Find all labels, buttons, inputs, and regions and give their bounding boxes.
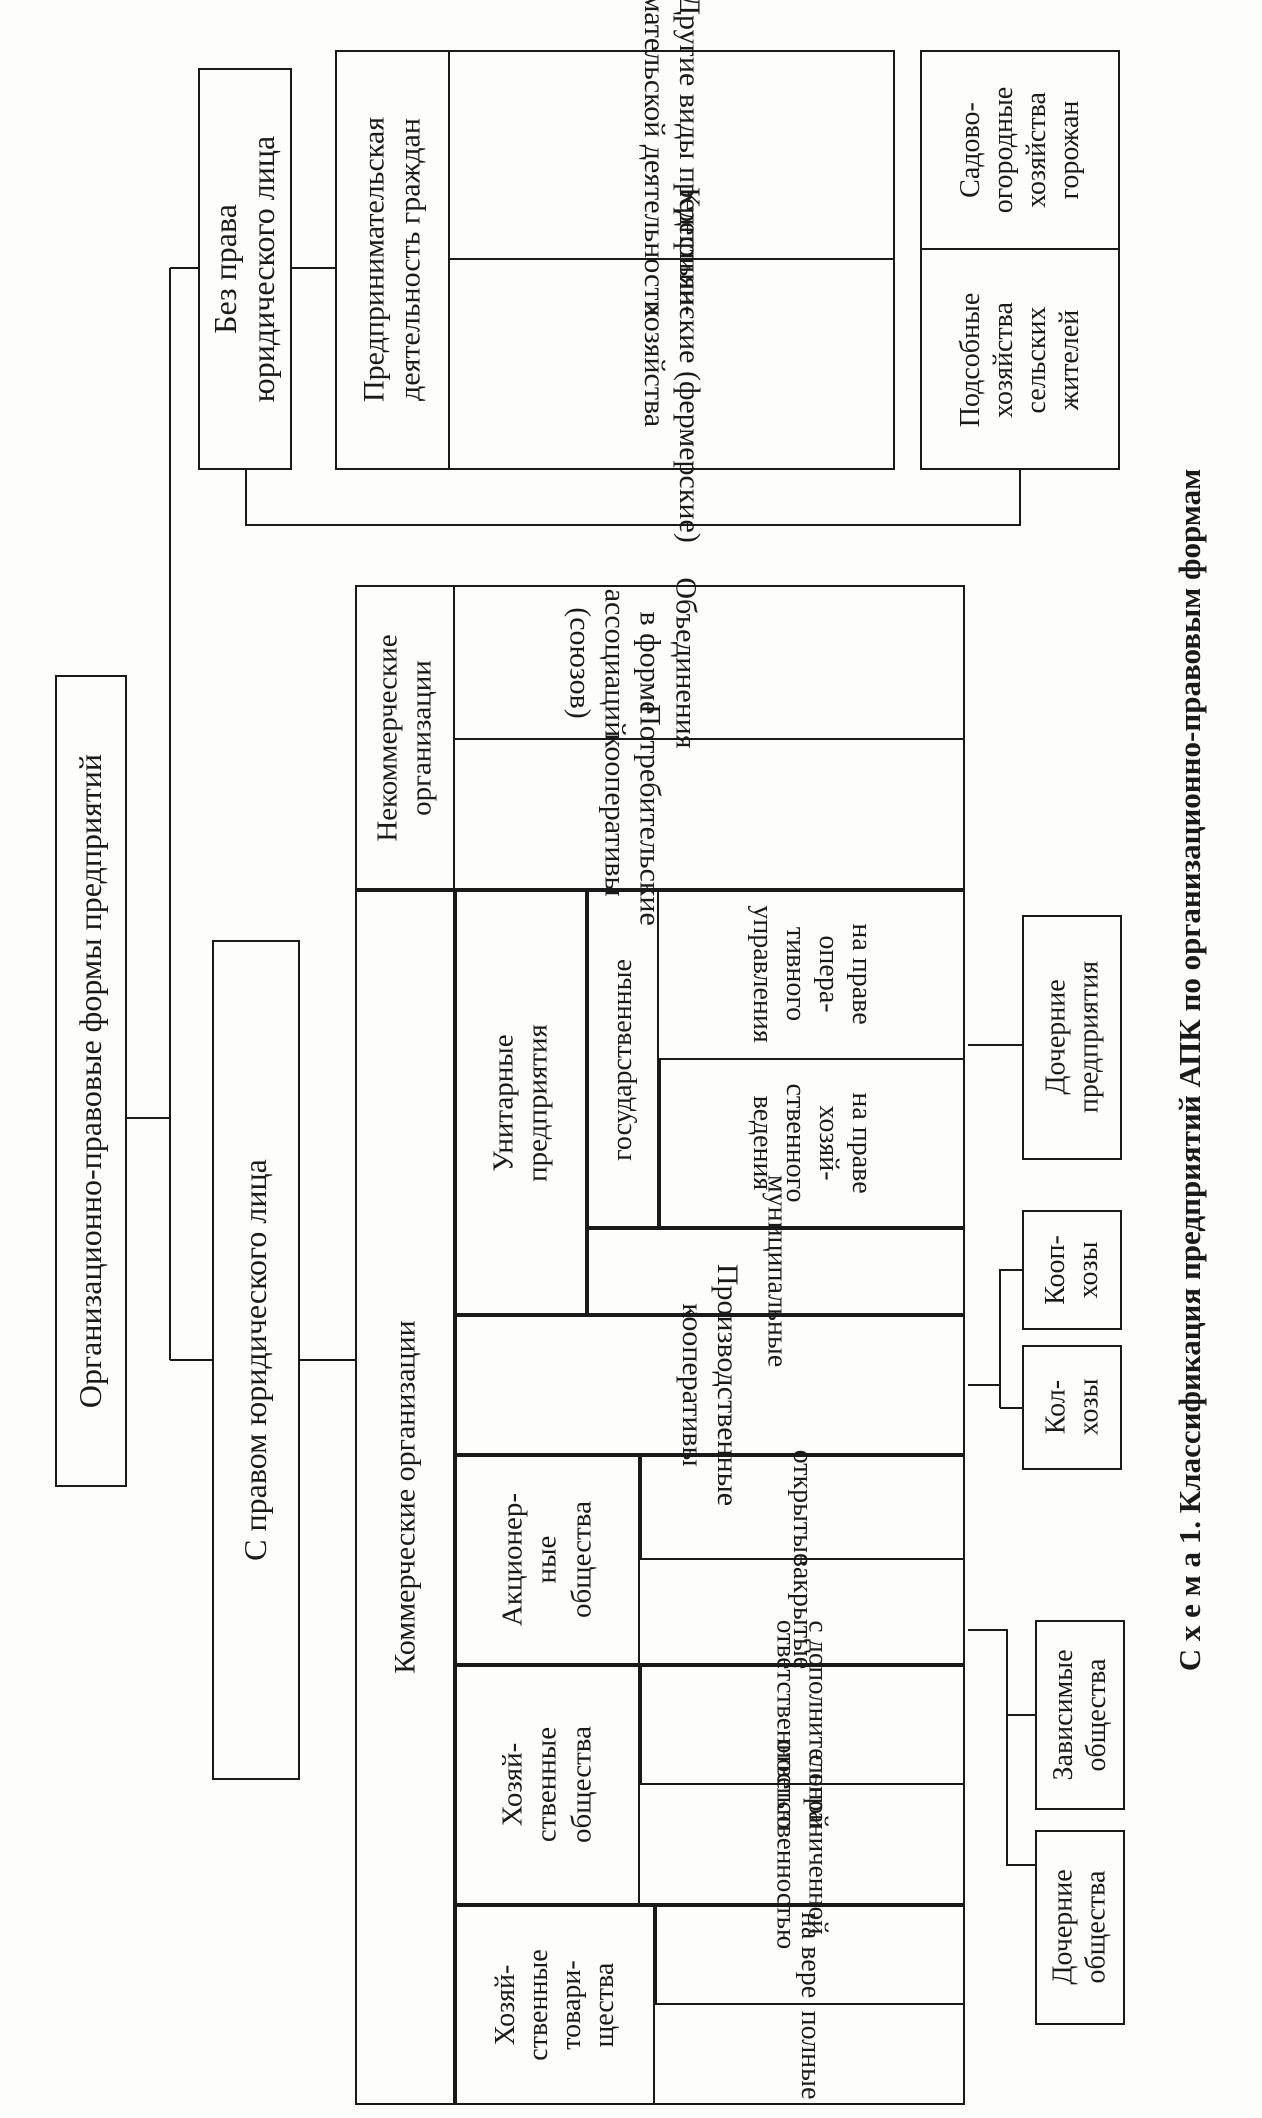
partnerships-split bbox=[655, 1905, 965, 2005]
consumer-coops-label: Потребительские кооперативы bbox=[598, 704, 667, 926]
unitary-label: Унитарные предприятия bbox=[487, 1024, 554, 1182]
commercial-title-cell bbox=[355, 890, 455, 2105]
dependent-societies-label: Зависимые общества bbox=[1047, 1649, 1112, 1781]
subsidiary-enterprises-box bbox=[1022, 915, 1122, 1160]
commercial-label: Коммерческие организации bbox=[388, 1320, 422, 1674]
open-label: открытые bbox=[787, 1449, 819, 1566]
partnerships-title-cell bbox=[455, 1905, 655, 2105]
companies-title-cell bbox=[455, 1665, 640, 1905]
companies-label: Хозяй- ственные общества bbox=[496, 1726, 598, 1843]
subsidiary-enterprises-label: Дочерние предприятия bbox=[1040, 960, 1105, 1114]
municipal-label: муниципальные bbox=[761, 1174, 793, 1368]
garden-farms-label: Садово- огородные хозяйства горожан bbox=[954, 86, 1086, 214]
kolkhozy-label: Кол- хозы bbox=[1040, 1378, 1105, 1436]
subsidiary-societies-box bbox=[1035, 1830, 1125, 2025]
state-label: государственные bbox=[607, 959, 639, 1161]
general-partnership-label: полные bbox=[794, 2010, 826, 2100]
noncommercial-label: Некоммерческие организации bbox=[371, 634, 438, 842]
joint-stock-split bbox=[640, 1455, 965, 1560]
root-label: Организационно-правовые формы предприяти… bbox=[72, 753, 109, 1409]
subsidiary-societies-label: Дочерние общества bbox=[1047, 1869, 1112, 1985]
companies-split bbox=[640, 1665, 965, 1785]
noncommercial-title-cell bbox=[355, 585, 455, 890]
limited-partnership-label: на вере bbox=[794, 1911, 826, 1999]
noncommercial-split bbox=[455, 585, 965, 740]
state-title-cell bbox=[587, 890, 659, 1228]
koopkhozy-box bbox=[1022, 1210, 1122, 1330]
household-farms-divider bbox=[920, 50, 1120, 250]
limited-liability-label: с ограниченной ответственностью bbox=[772, 1739, 834, 1950]
without-legal-label: Без права юридического лица bbox=[207, 135, 281, 403]
with-legal-box bbox=[212, 940, 300, 1780]
partnerships-label: Хозяй- ственные товари- щества bbox=[489, 1949, 621, 2061]
entrepreneurial-divider bbox=[335, 50, 450, 470]
koopkhozy-label: Кооп- хозы bbox=[1039, 1235, 1104, 1305]
state-split bbox=[659, 1058, 965, 1228]
root-box bbox=[55, 675, 127, 1487]
joint-stock-title-cell bbox=[455, 1455, 640, 1665]
entrepreneurial-label: Предпринимательская деятельность граждан bbox=[357, 117, 426, 403]
unitary-title-cell bbox=[455, 890, 587, 1315]
municipal-cell bbox=[587, 1228, 965, 1315]
diagram-caption: С х е м а 1. Классификация предприятий А… bbox=[1172, 468, 1207, 1672]
production-coops-label: Производственные кооперативы bbox=[676, 1263, 745, 1507]
joint-stock-label: Акционер- ные общества bbox=[496, 1492, 598, 1627]
without-legal-box bbox=[198, 68, 292, 470]
with-legal-label: С правом юридического лица bbox=[237, 1159, 274, 1561]
production-coops-cell bbox=[455, 1315, 965, 1455]
kolkhozy-box bbox=[1022, 1345, 1122, 1470]
entrepreneurial-row-divider bbox=[450, 50, 895, 260]
other-entrepreneurship-label: Другие виды предприни- мательской деятел… bbox=[638, 0, 707, 317]
subsidiary-farms-label: Подсобные хозяйства сельских жителей bbox=[954, 292, 1086, 428]
dependent-societies-box bbox=[1035, 1620, 1125, 1810]
operational-mgmt-label: на праве опера- тивного управления bbox=[746, 905, 878, 1043]
economic-mgmt-label: на праве хозяй- ственного ведения bbox=[746, 1083, 878, 1203]
